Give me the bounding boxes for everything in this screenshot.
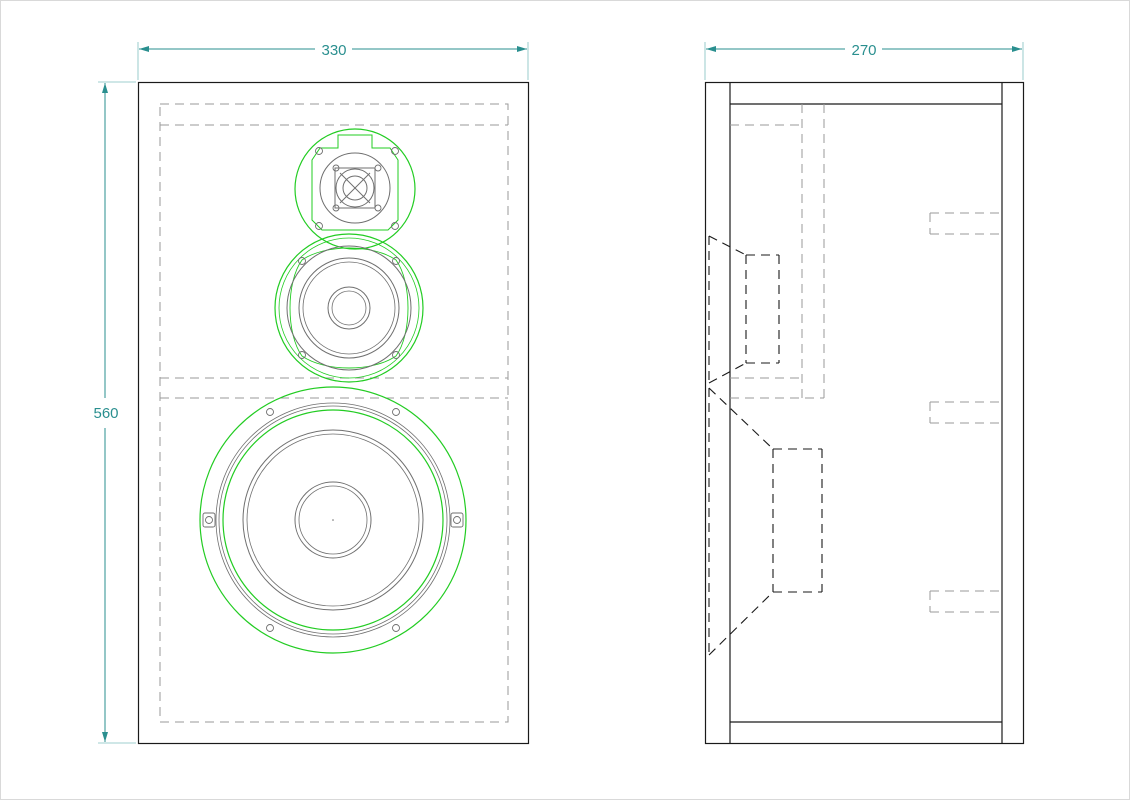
front-height-label: 560	[93, 405, 118, 422]
front-hidden-lines	[159, 103, 509, 723]
side-depth-label: 270	[851, 42, 876, 59]
tweeter-driver	[294, 128, 416, 250]
tweeter-screw-holes	[315, 147, 399, 230]
dimension-height-560: 560	[93, 81, 136, 744]
front-view	[137, 81, 530, 745]
woofer-screw-holes	[202, 408, 464, 632]
front-width-label: 330	[321, 42, 346, 59]
dimension-depth-270: 270	[704, 42, 1024, 80]
side-view	[704, 81, 1025, 745]
side-driver-profiles	[708, 235, 823, 656]
side-cabinet-panels	[704, 81, 1025, 745]
dimension-width-330: 330	[137, 42, 529, 80]
side-hidden-lines	[730, 104, 1002, 613]
woofer-driver	[199, 386, 467, 654]
midrange-driver	[274, 233, 424, 383]
front-cabinet-outline	[137, 81, 530, 745]
midrange-screw-holes	[298, 257, 400, 359]
